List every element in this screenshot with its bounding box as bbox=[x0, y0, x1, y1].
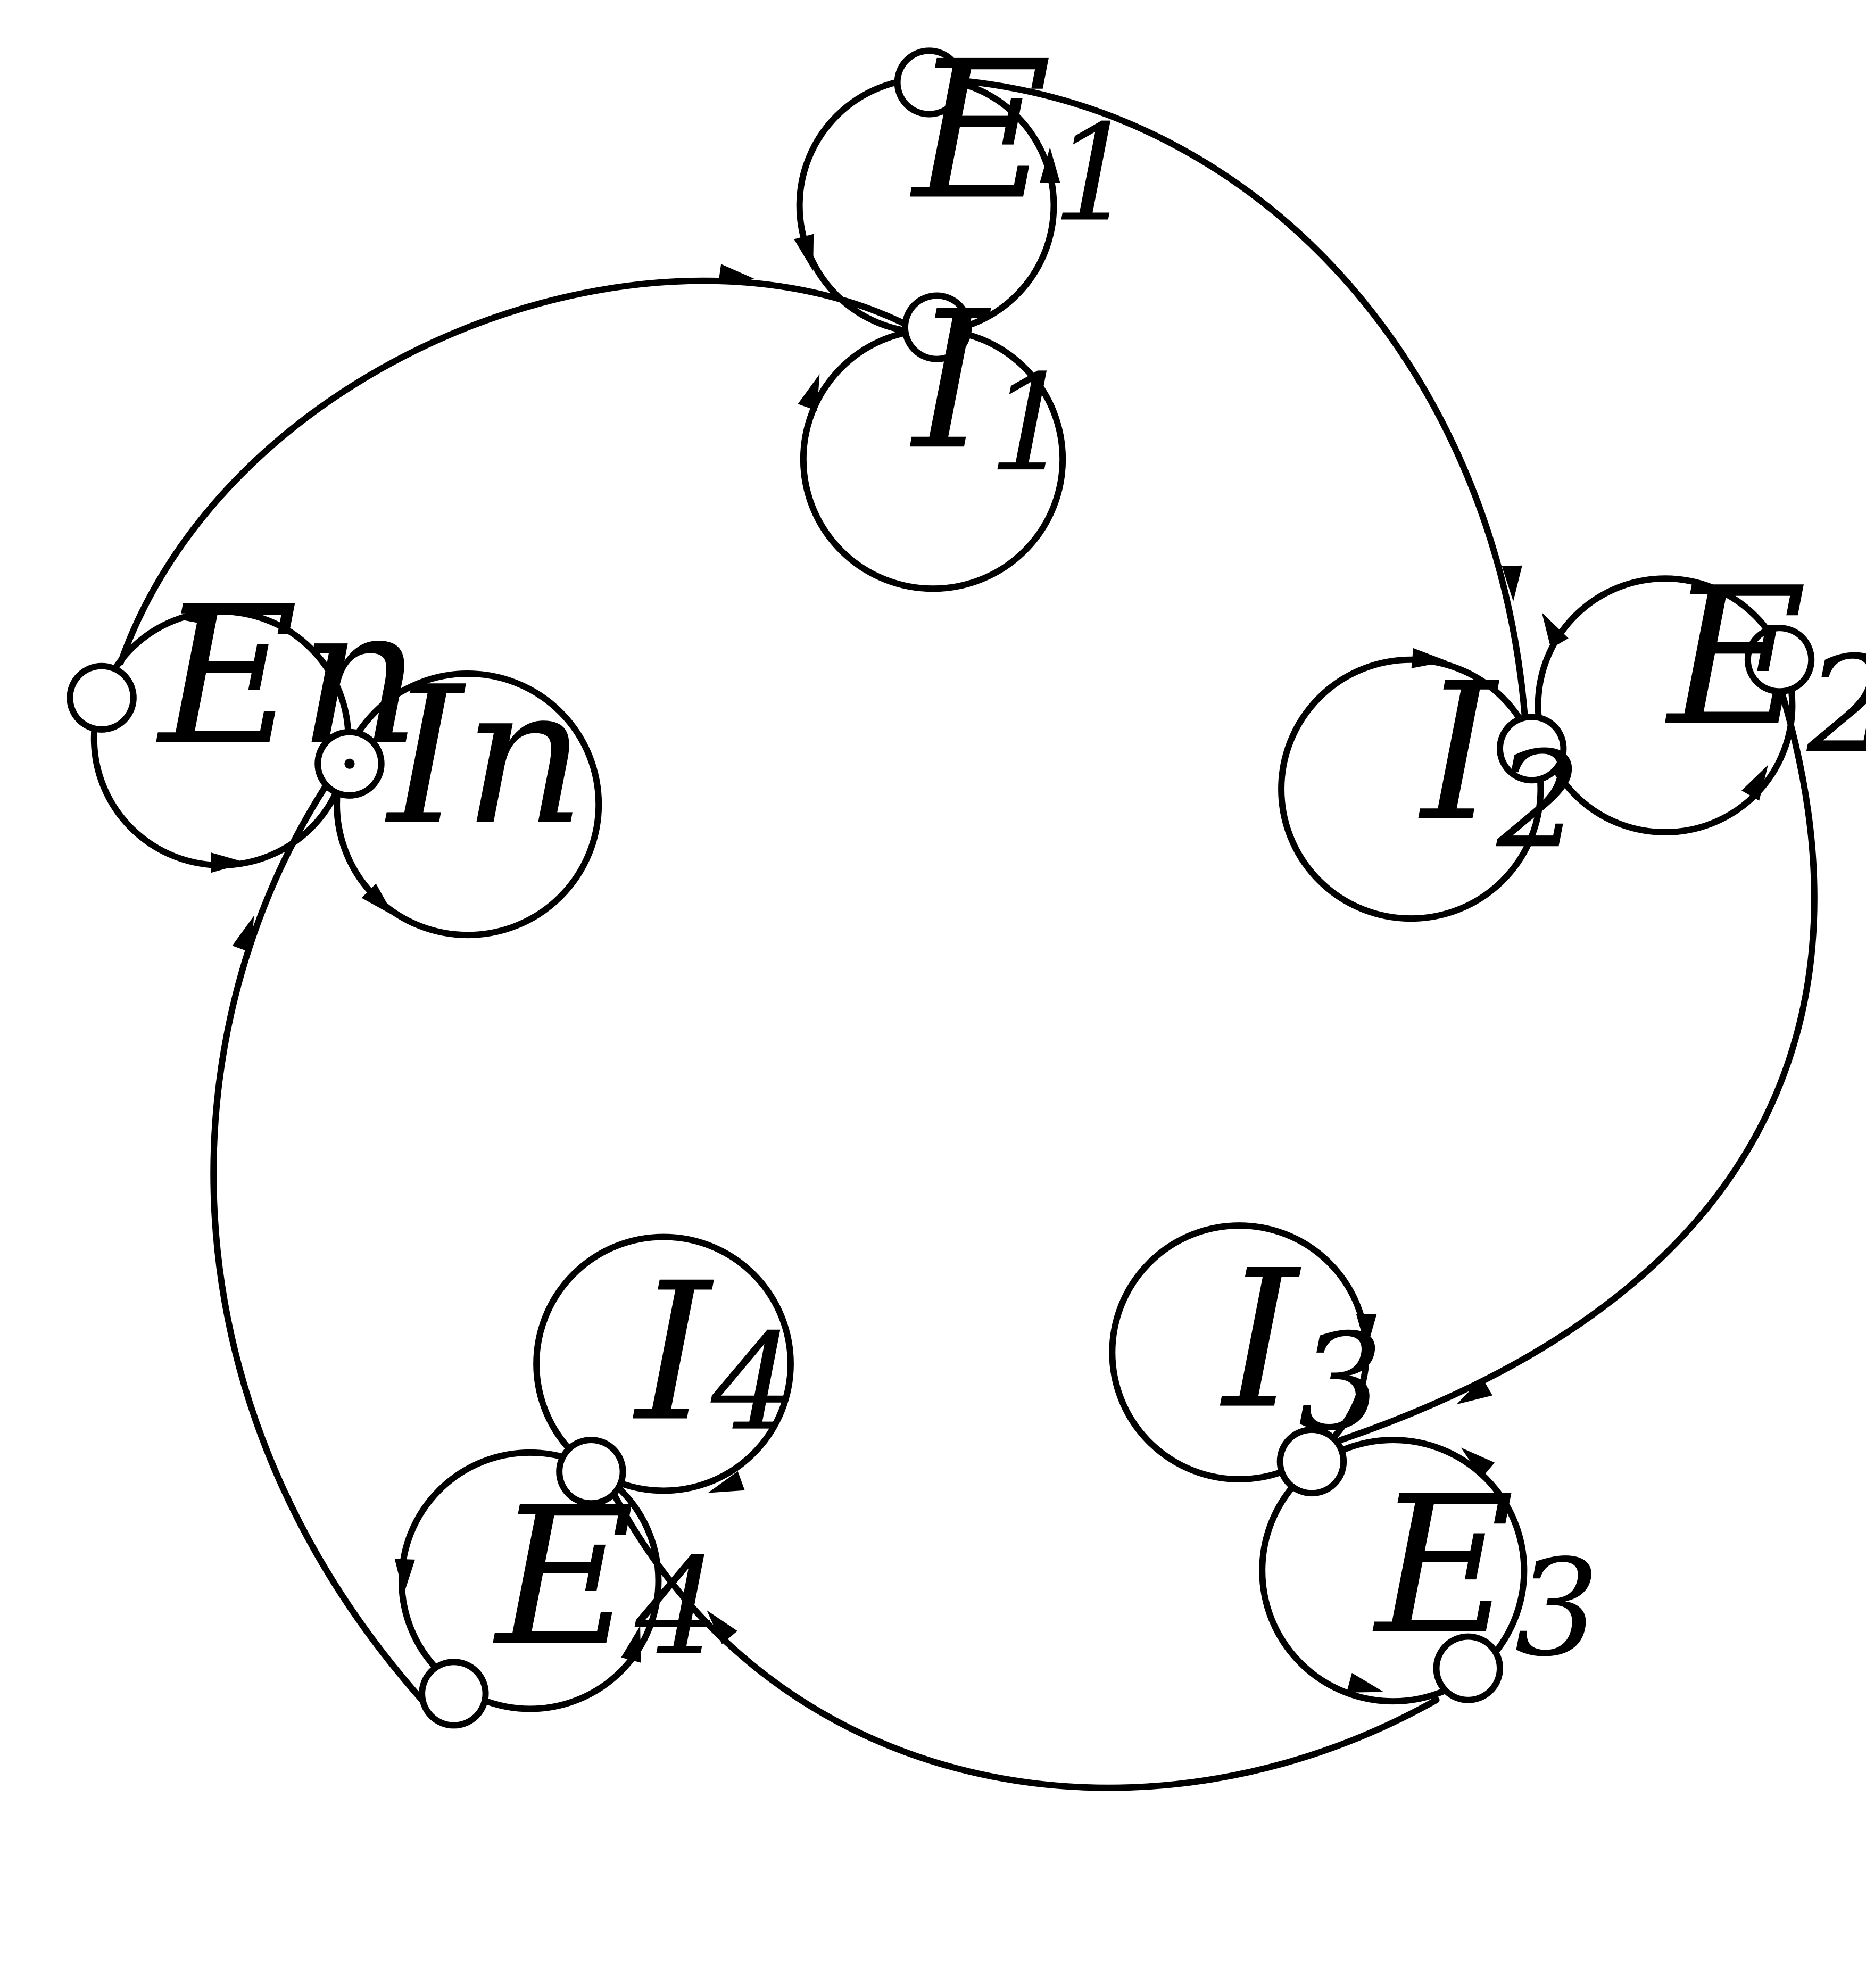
arrow-E2-upper bbox=[1541, 612, 1569, 649]
label-En: En bbox=[156, 566, 421, 788]
label-E3: E3 bbox=[1372, 1455, 1599, 1686]
node-E3 bbox=[1433, 1633, 1503, 1703]
label-I1: I1 bbox=[910, 271, 1073, 502]
arrow-En-I1-in bbox=[718, 264, 755, 284]
arrow-E2-lower bbox=[1741, 765, 1769, 801]
arrow-E3-upper bbox=[1461, 1447, 1495, 1478]
label-E1: E1 bbox=[910, 21, 1137, 252]
arrow-E4-left bbox=[394, 1559, 415, 1595]
arrow-E1-ccw bbox=[1040, 147, 1060, 183]
loop-E3 bbox=[1259, 1437, 1528, 1705]
arrow-E1-down bbox=[794, 234, 814, 271]
node-I4 bbox=[556, 1437, 626, 1507]
arrow-E4-right bbox=[621, 1626, 641, 1663]
loop-I4 bbox=[533, 1233, 794, 1494]
node-E4 bbox=[419, 1659, 489, 1729]
loop-E2 bbox=[1535, 575, 1796, 835]
arrow-In-loop bbox=[361, 883, 394, 916]
label-I2: I2 bbox=[1418, 642, 1581, 878]
arrow-I4-loop bbox=[708, 1471, 745, 1493]
arrow-En-upper bbox=[173, 604, 210, 625]
arc-En-to-I1 bbox=[117, 277, 925, 666]
arrow-E3-lower bbox=[1346, 1672, 1384, 1693]
arrow-E3-I4-in bbox=[707, 1610, 737, 1644]
arrow-E2-I3-in bbox=[1456, 1378, 1492, 1405]
label-I4: I4 bbox=[633, 1242, 796, 1464]
arrow-En-lower bbox=[211, 852, 247, 873]
arrow-I1-loop bbox=[798, 374, 820, 411]
arc-E2-to-I3 bbox=[1338, 682, 1818, 1443]
arc-E1-to-I2 bbox=[963, 78, 1529, 726]
arrow-I2-loop bbox=[1411, 648, 1448, 668]
node-I1 bbox=[901, 292, 972, 362]
node-E1 bbox=[894, 47, 965, 118]
loop-I3 bbox=[1109, 1222, 1370, 1482]
node-In-dot bbox=[344, 758, 355, 769]
label-E2: E2 bbox=[1665, 547, 1866, 783]
node-E2 bbox=[1744, 625, 1815, 695]
arrow-I3-loop bbox=[1356, 1314, 1377, 1350]
node-I3 bbox=[1276, 1427, 1347, 1497]
arc-E3-to-I4 bbox=[600, 1471, 1440, 1791]
label-I3: I3 bbox=[1220, 1230, 1383, 1461]
node-I2 bbox=[1497, 714, 1567, 784]
arrow-E4-In-in bbox=[232, 916, 254, 953]
arrow-E1-I2-in bbox=[1502, 565, 1522, 602]
loop-I2 bbox=[1278, 656, 1544, 922]
label-In: In bbox=[385, 646, 586, 867]
label-E4: E4 bbox=[493, 1467, 720, 1688]
node-En bbox=[67, 662, 137, 733]
arc-E4-to-In bbox=[210, 760, 426, 1703]
loop-In bbox=[334, 670, 602, 939]
